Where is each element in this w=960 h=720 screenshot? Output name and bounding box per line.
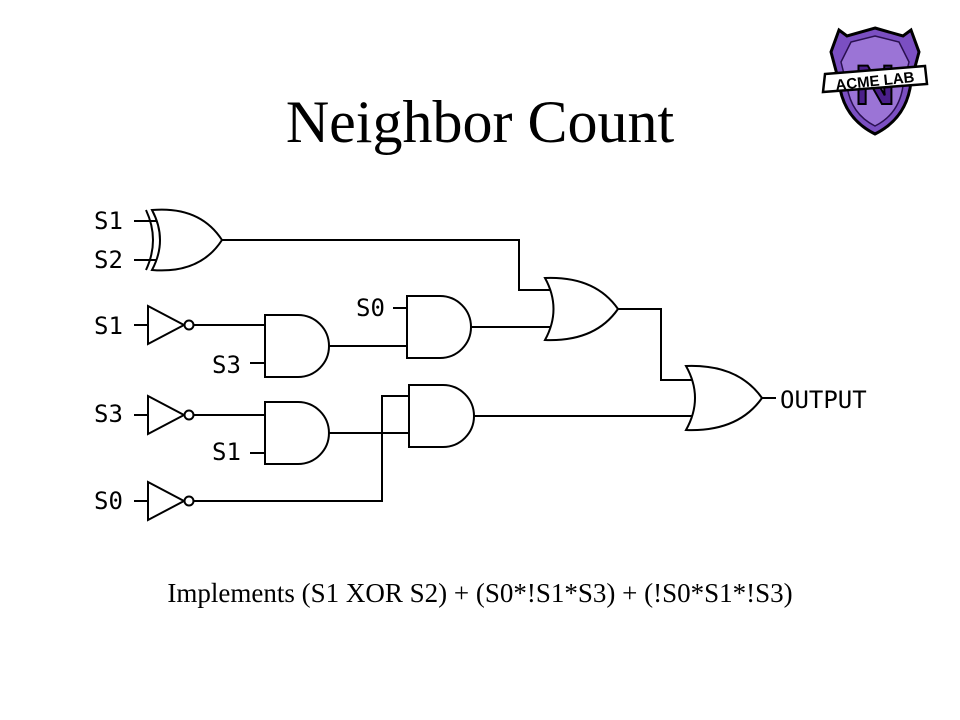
not-gate-2: [134, 394, 195, 436]
not-gate-3: [134, 480, 195, 522]
xor-gate: [134, 208, 224, 272]
label-not3-in: S0: [94, 487, 123, 515]
or-gate-1: [222, 239, 620, 342]
label-and2-in: S0: [356, 294, 385, 322]
circuit-diagram: S1 S2 S1 S3 S0 S3 S1 S0 OUTPUT: [94, 207, 867, 522]
or-gate-2: [474, 308, 776, 432]
not-gate-1: [134, 304, 195, 346]
acme-lab-logo: N ACME LAB: [821, 26, 929, 136]
label-xor-in2: S2: [94, 246, 123, 274]
logo-banner: [821, 64, 929, 94]
label-and3-in: S1: [212, 438, 241, 466]
label-not2-in: S3: [94, 400, 123, 428]
and-gate-4: [194, 384, 475, 502]
label-xor-in1: S1: [94, 207, 123, 235]
label-output: OUTPUT: [780, 386, 867, 414]
label-and1-in: S3: [212, 351, 241, 379]
label-not1-in: S1: [94, 312, 123, 340]
slide-caption: Implements (S1 XOR S2) + (S0*!S1*S3) + (…: [167, 578, 793, 608]
and-gate-3: [194, 401, 330, 465]
and-gate-2: [329, 295, 472, 359]
slide-title: Neighbor Count: [285, 89, 675, 155]
and-gate-1: [194, 314, 330, 378]
